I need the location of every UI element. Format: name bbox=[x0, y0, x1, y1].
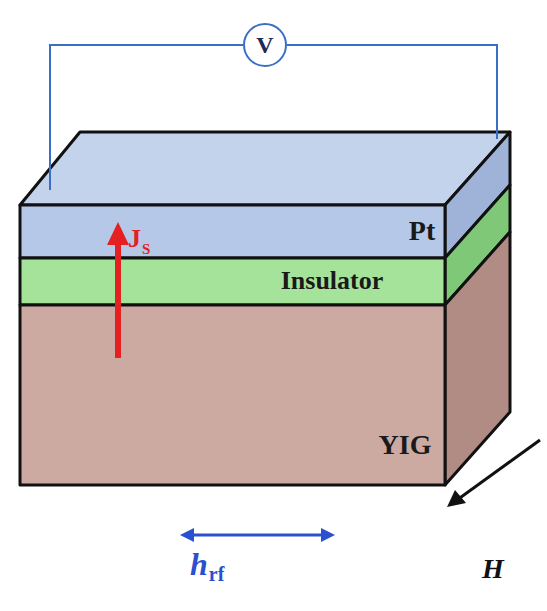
pt-front-face bbox=[20, 205, 445, 258]
yig-layer: YIG bbox=[20, 305, 445, 485]
voltmeter-symbol: V bbox=[256, 32, 273, 59]
layer-name: Pt bbox=[409, 215, 435, 247]
layer-name: Insulator bbox=[281, 266, 384, 296]
spin-current-symbol: J bbox=[128, 224, 141, 254]
pt-top-face bbox=[20, 132, 510, 205]
spin-current-subscript: S bbox=[142, 241, 150, 258]
insulator-front-face bbox=[20, 258, 445, 305]
yig-front-face bbox=[20, 305, 445, 485]
rf-field-arrow bbox=[180, 528, 335, 542]
rf-field-subscript: rf bbox=[209, 563, 225, 586]
layer-name: YIG bbox=[379, 429, 432, 461]
rf-field-symbol: h bbox=[190, 546, 208, 583]
field-symbol: H bbox=[482, 553, 504, 585]
insulator-layer: Insulator bbox=[20, 258, 445, 305]
wire bbox=[50, 45, 243, 190]
spin-current-arrow bbox=[107, 222, 129, 358]
pt-layer: Pt bbox=[20, 205, 445, 258]
field-arrow bbox=[447, 440, 540, 507]
voltmeter-circle: V bbox=[243, 23, 287, 67]
yig-side-face bbox=[445, 232, 510, 485]
wire bbox=[287, 45, 497, 139]
